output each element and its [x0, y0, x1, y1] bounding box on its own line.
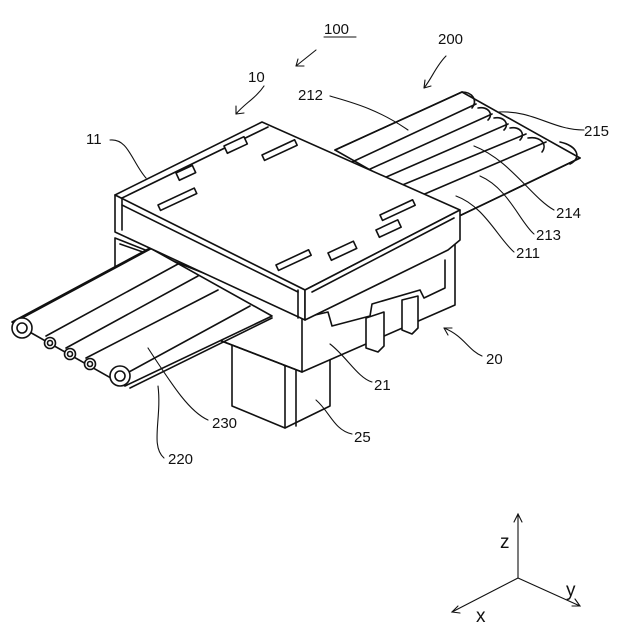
- axis-label-x: x: [476, 606, 486, 627]
- label-211: 211: [516, 245, 540, 262]
- label-20: 20: [486, 351, 503, 368]
- label-21: 21: [374, 377, 391, 394]
- label-220: 220: [168, 451, 193, 468]
- coordinate-axes: z y x: [452, 514, 580, 627]
- axis-label-y: y: [566, 580, 576, 601]
- label-213: 213: [536, 227, 561, 244]
- label-230: 230: [212, 415, 237, 432]
- label-212: 212: [298, 87, 323, 104]
- label-25: 25: [354, 429, 371, 446]
- label-10: 10: [248, 69, 265, 86]
- label-215: 215: [584, 123, 609, 140]
- label-100: 100: [324, 21, 349, 38]
- label-214: 214: [556, 205, 581, 222]
- axis-label-z: z: [500, 532, 510, 553]
- label-11: 11: [86, 131, 102, 148]
- label-200: 200: [438, 31, 463, 48]
